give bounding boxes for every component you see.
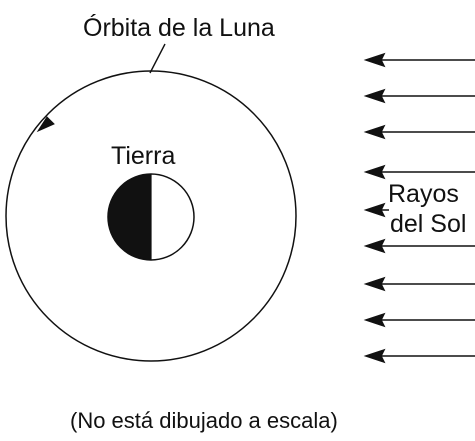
orbit-label: Órbita de la Luna bbox=[83, 13, 275, 42]
sun-ray-arrow-icon bbox=[363, 52, 475, 68]
sun-ray-arrow-icon bbox=[363, 88, 475, 104]
sun-ray-arrow-icon bbox=[363, 164, 475, 180]
sun-ray-arrow-icon bbox=[363, 124, 475, 140]
not-to-scale-note: (No está dibujado a escala) bbox=[70, 408, 338, 433]
earth-day-half bbox=[151, 174, 194, 260]
orbit-label-leader bbox=[149, 43, 166, 74]
orbit-direction-arrowhead-icon bbox=[36, 116, 55, 133]
sun-rays-label-line1: Rayos bbox=[388, 180, 459, 208]
sun-ray-arrow-icon bbox=[363, 202, 389, 218]
earth-night-half bbox=[108, 174, 151, 260]
sun-rays bbox=[363, 52, 475, 364]
sun-rays-label-line2: del Sol bbox=[390, 210, 466, 238]
sun-ray-arrow-icon bbox=[363, 276, 475, 292]
moon-orbit-circle bbox=[5, 70, 297, 362]
earth bbox=[107, 173, 195, 261]
sun-ray-arrow-icon bbox=[363, 348, 475, 364]
sun-ray-arrow-icon bbox=[363, 238, 475, 254]
sun-ray-arrow-icon bbox=[363, 312, 475, 328]
earth-label: Tierra bbox=[111, 142, 175, 170]
